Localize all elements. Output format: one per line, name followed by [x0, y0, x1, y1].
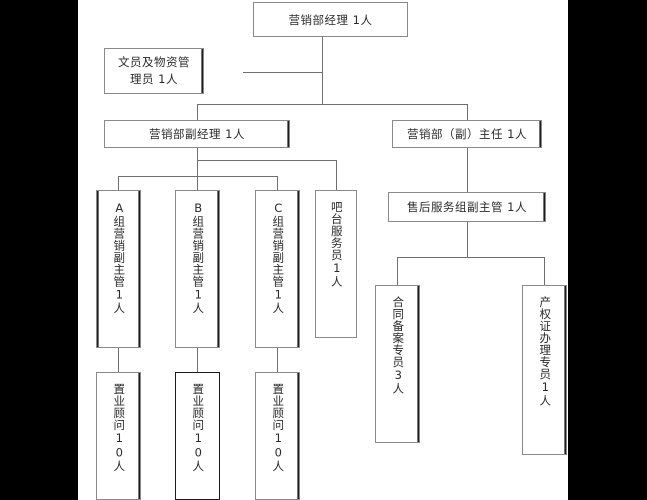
node-consultant-b-label: 置业顾问10人: [191, 383, 206, 472]
connector-manager-to-clerk: [243, 72, 323, 73]
connector-director-to-after-sales: [467, 148, 468, 192]
node-contract-filing-label: 合同备案专员3人: [391, 296, 406, 395]
node-bar-staff-label: 吧台服务员1人: [329, 201, 344, 288]
node-group-c-label: C组营销副主管1人: [271, 201, 286, 314]
connector-deputy-manager-to-bar: [197, 160, 336, 161]
node-clerk-label-line1: 文员及物资管: [118, 55, 190, 69]
node-deputy-manager-label: 营销部副经理 1人: [149, 127, 245, 141]
node-manager[interactable]: 营销部经理 1人: [253, 2, 408, 37]
connector-to-deputy-manager: [197, 104, 198, 120]
connector-manager-stem: [322, 37, 323, 104]
node-title-deed-label: 产权证办理专员1人: [538, 296, 553, 407]
node-bar-staff[interactable]: 吧台服务员1人: [315, 190, 357, 338]
connector-bar-drop: [336, 160, 337, 190]
node-after-sales[interactable]: 售后服务组副主管 1人: [388, 192, 546, 222]
connector-contract-drop: [397, 257, 398, 285]
node-clerk-label-line2: 理员 1人: [130, 72, 178, 86]
node-consultant-a-label: 置业顾问10人: [112, 383, 127, 472]
node-consultant-b[interactable]: 置业顾问10人: [175, 372, 220, 500]
node-group-b-label: B组营销副主管1人: [191, 201, 206, 314]
connector-group-b-drop: [197, 176, 198, 190]
node-deputy-director-label: 营销部（副）主任 1人: [407, 127, 527, 141]
node-after-sales-label: 售后服务组副主管 1人: [407, 200, 527, 214]
node-group-a[interactable]: A组营销副主管1人: [96, 190, 141, 348]
connector-after-sales-bar: [397, 257, 544, 258]
connector-group-b-to-consultant: [197, 348, 198, 372]
node-group-a-label: A组营销副主管1人: [112, 201, 127, 314]
connector-group-a-to-consultant: [118, 348, 119, 372]
node-deputy-manager[interactable]: 营销部副经理 1人: [104, 120, 290, 148]
node-consultant-c-label: 置业顾问10人: [271, 383, 286, 472]
connector-group-c-to-consultant: [277, 348, 278, 372]
connector-title-deed-drop: [544, 257, 545, 285]
connector-after-sales-stem: [467, 222, 468, 257]
node-clerk[interactable]: 文员及物资管 理员 1人: [104, 48, 204, 94]
node-title-deed[interactable]: 产权证办理专员1人: [522, 285, 567, 455]
node-consultant-c[interactable]: 置业顾问10人: [255, 372, 300, 500]
connector-to-deputy-director: [467, 104, 468, 120]
node-deputy-director[interactable]: 营销部（副）主任 1人: [392, 120, 542, 148]
connector-group-a-drop: [118, 176, 119, 190]
connector-manager-distribution-bar: [197, 104, 467, 105]
node-consultant-a[interactable]: 置业顾问10人: [96, 372, 141, 500]
node-contract-filing[interactable]: 合同备案专员3人: [375, 285, 420, 443]
connector-group-c-drop: [277, 176, 278, 190]
node-group-c[interactable]: C组营销副主管1人: [255, 190, 300, 348]
node-group-b[interactable]: B组营销副主管1人: [175, 190, 220, 348]
document-page: 营销部经理 1人 文员及物资管 理员 1人 营销部副经理 1人 营销部（副）主任…: [78, 0, 568, 500]
node-manager-label: 营销部经理 1人: [288, 12, 373, 27]
connector-deputy-manager-stem: [197, 148, 198, 177]
